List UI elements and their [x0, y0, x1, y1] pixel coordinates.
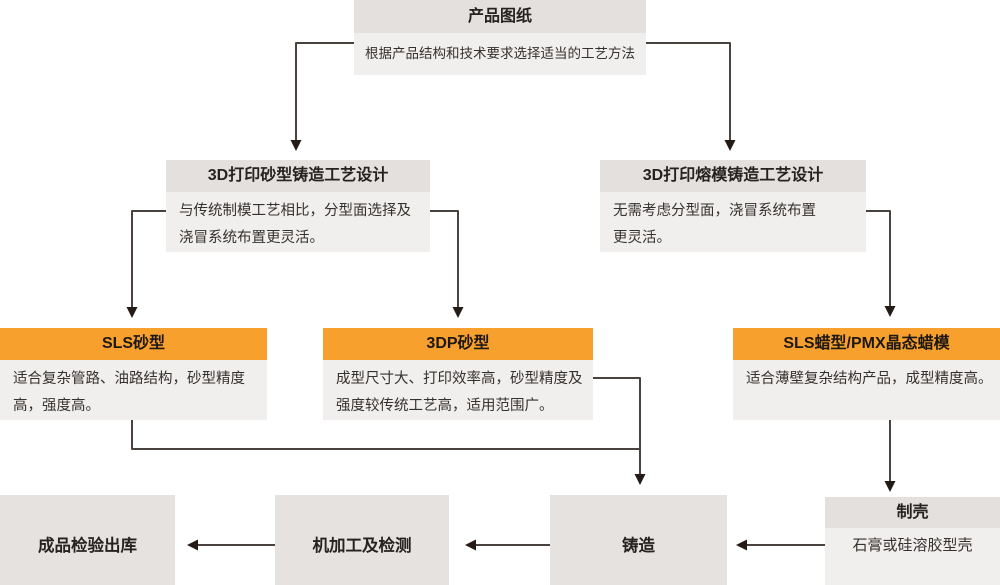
connector-top-to-sand-design	[295, 42, 354, 140]
connector-top-to-invest-design	[646, 42, 731, 140]
node-desc: 与传统制模工艺相比，分型面选择及 浇冒系统布置更灵活。	[166, 192, 430, 252]
node-title: SLS蜡型/PMX晶态蜡模	[733, 328, 1000, 360]
arrowhead-down-icon	[884, 306, 896, 317]
node-desc: 石膏或硅溶胶型壳	[825, 528, 1000, 585]
node-label: 成品检验出库	[38, 537, 137, 555]
arrowhead-down-icon	[290, 140, 302, 151]
node-sand-design: 3D打印砂型铸造工艺设计 与传统制模工艺相比，分型面选择及 浇冒系统布置更灵活。	[166, 160, 430, 252]
arrowhead-down-icon	[126, 307, 138, 318]
node-desc: 适合复杂管路、油路结构，砂型精度 高，强度高。	[0, 360, 267, 420]
connector-3dp-sand-to-casting	[593, 377, 641, 474]
desc-line: 适合复杂管路、油路结构，砂型精度	[13, 371, 245, 387]
node-label: 铸造	[622, 537, 655, 555]
node-product-drawing: 产品图纸 根据产品结构和技术要求选择适当的工艺方法	[354, 0, 646, 75]
node-title: 3D打印砂型铸造工艺设计	[166, 160, 430, 192]
arrowhead-left-icon	[736, 539, 747, 551]
node-title: SLS砂型	[0, 328, 267, 360]
desc-line: 与传统制模工艺相比，分型面选择及	[179, 203, 411, 219]
connector-sls-sand-to-casting	[131, 418, 640, 450]
connector-invest-design-to-sls-wax	[866, 210, 891, 306]
node-3dp-sand: 3DP砂型 成型尺寸大、打印效率高，砂型精度及 强度较传统工艺高，适用范围广。	[323, 328, 593, 420]
arrowhead-left-icon	[187, 539, 198, 551]
node-desc: 根据产品结构和技术要求选择适当的工艺方法	[354, 33, 646, 75]
node-desc: 适合薄壁复杂结构产品，成型精度高。	[733, 360, 1000, 420]
connector-sand-design-to-3dp-sand	[430, 210, 459, 307]
node-machining: 机加工及检测	[275, 495, 449, 585]
desc-line: 适合薄壁复杂结构产品，成型精度高。	[746, 371, 993, 387]
node-desc: 无需考虑分型面，浇冒系统布置 更灵活。	[600, 192, 866, 252]
arrowhead-down-icon	[452, 307, 464, 318]
node-title: 3DP砂型	[323, 328, 593, 360]
node-title: 产品图纸	[354, 0, 646, 33]
node-invest-design: 3D打印熔模铸造工艺设计 无需考虑分型面，浇冒系统布置 更灵活。	[600, 160, 866, 252]
node-desc: 成型尺寸大、打印效率高，砂型精度及 强度较传统工艺高，适用范围广。	[323, 360, 593, 420]
node-label: 机加工及检测	[312, 537, 412, 555]
connector-sand-design-to-sls-sand	[131, 210, 166, 307]
desc-line: 更灵活。	[613, 230, 671, 246]
node-title: 3D打印熔模铸造工艺设计	[600, 160, 866, 192]
node-sls-wax: SLS蜡型/PMX晶态蜡模 适合薄壁复杂结构产品，成型精度高。	[733, 328, 1000, 420]
node-sls-sand: SLS砂型 适合复杂管路、油路结构，砂型精度 高，强度高。	[0, 328, 267, 420]
desc-line: 浇冒系统布置更灵活。	[179, 230, 324, 246]
desc-line: 高，强度高。	[13, 398, 100, 414]
node-inspection: 成品检验出库	[0, 495, 175, 585]
node-casting: 铸造	[550, 495, 727, 585]
arrowhead-left-icon	[465, 539, 476, 551]
desc-line: 强度较传统工艺高，适用范围广。	[336, 398, 554, 414]
arrowhead-down-icon	[724, 140, 736, 151]
node-shell: 制壳 石膏或硅溶胶型壳	[825, 497, 1000, 585]
arrowhead-down-icon	[634, 474, 646, 485]
arrowhead-down-icon	[884, 481, 896, 492]
node-title: 制壳	[825, 497, 1000, 528]
desc-line: 成型尺寸大、打印效率高，砂型精度及	[336, 371, 583, 387]
desc-line: 无需考虑分型面，浇冒系统布置	[613, 203, 816, 219]
